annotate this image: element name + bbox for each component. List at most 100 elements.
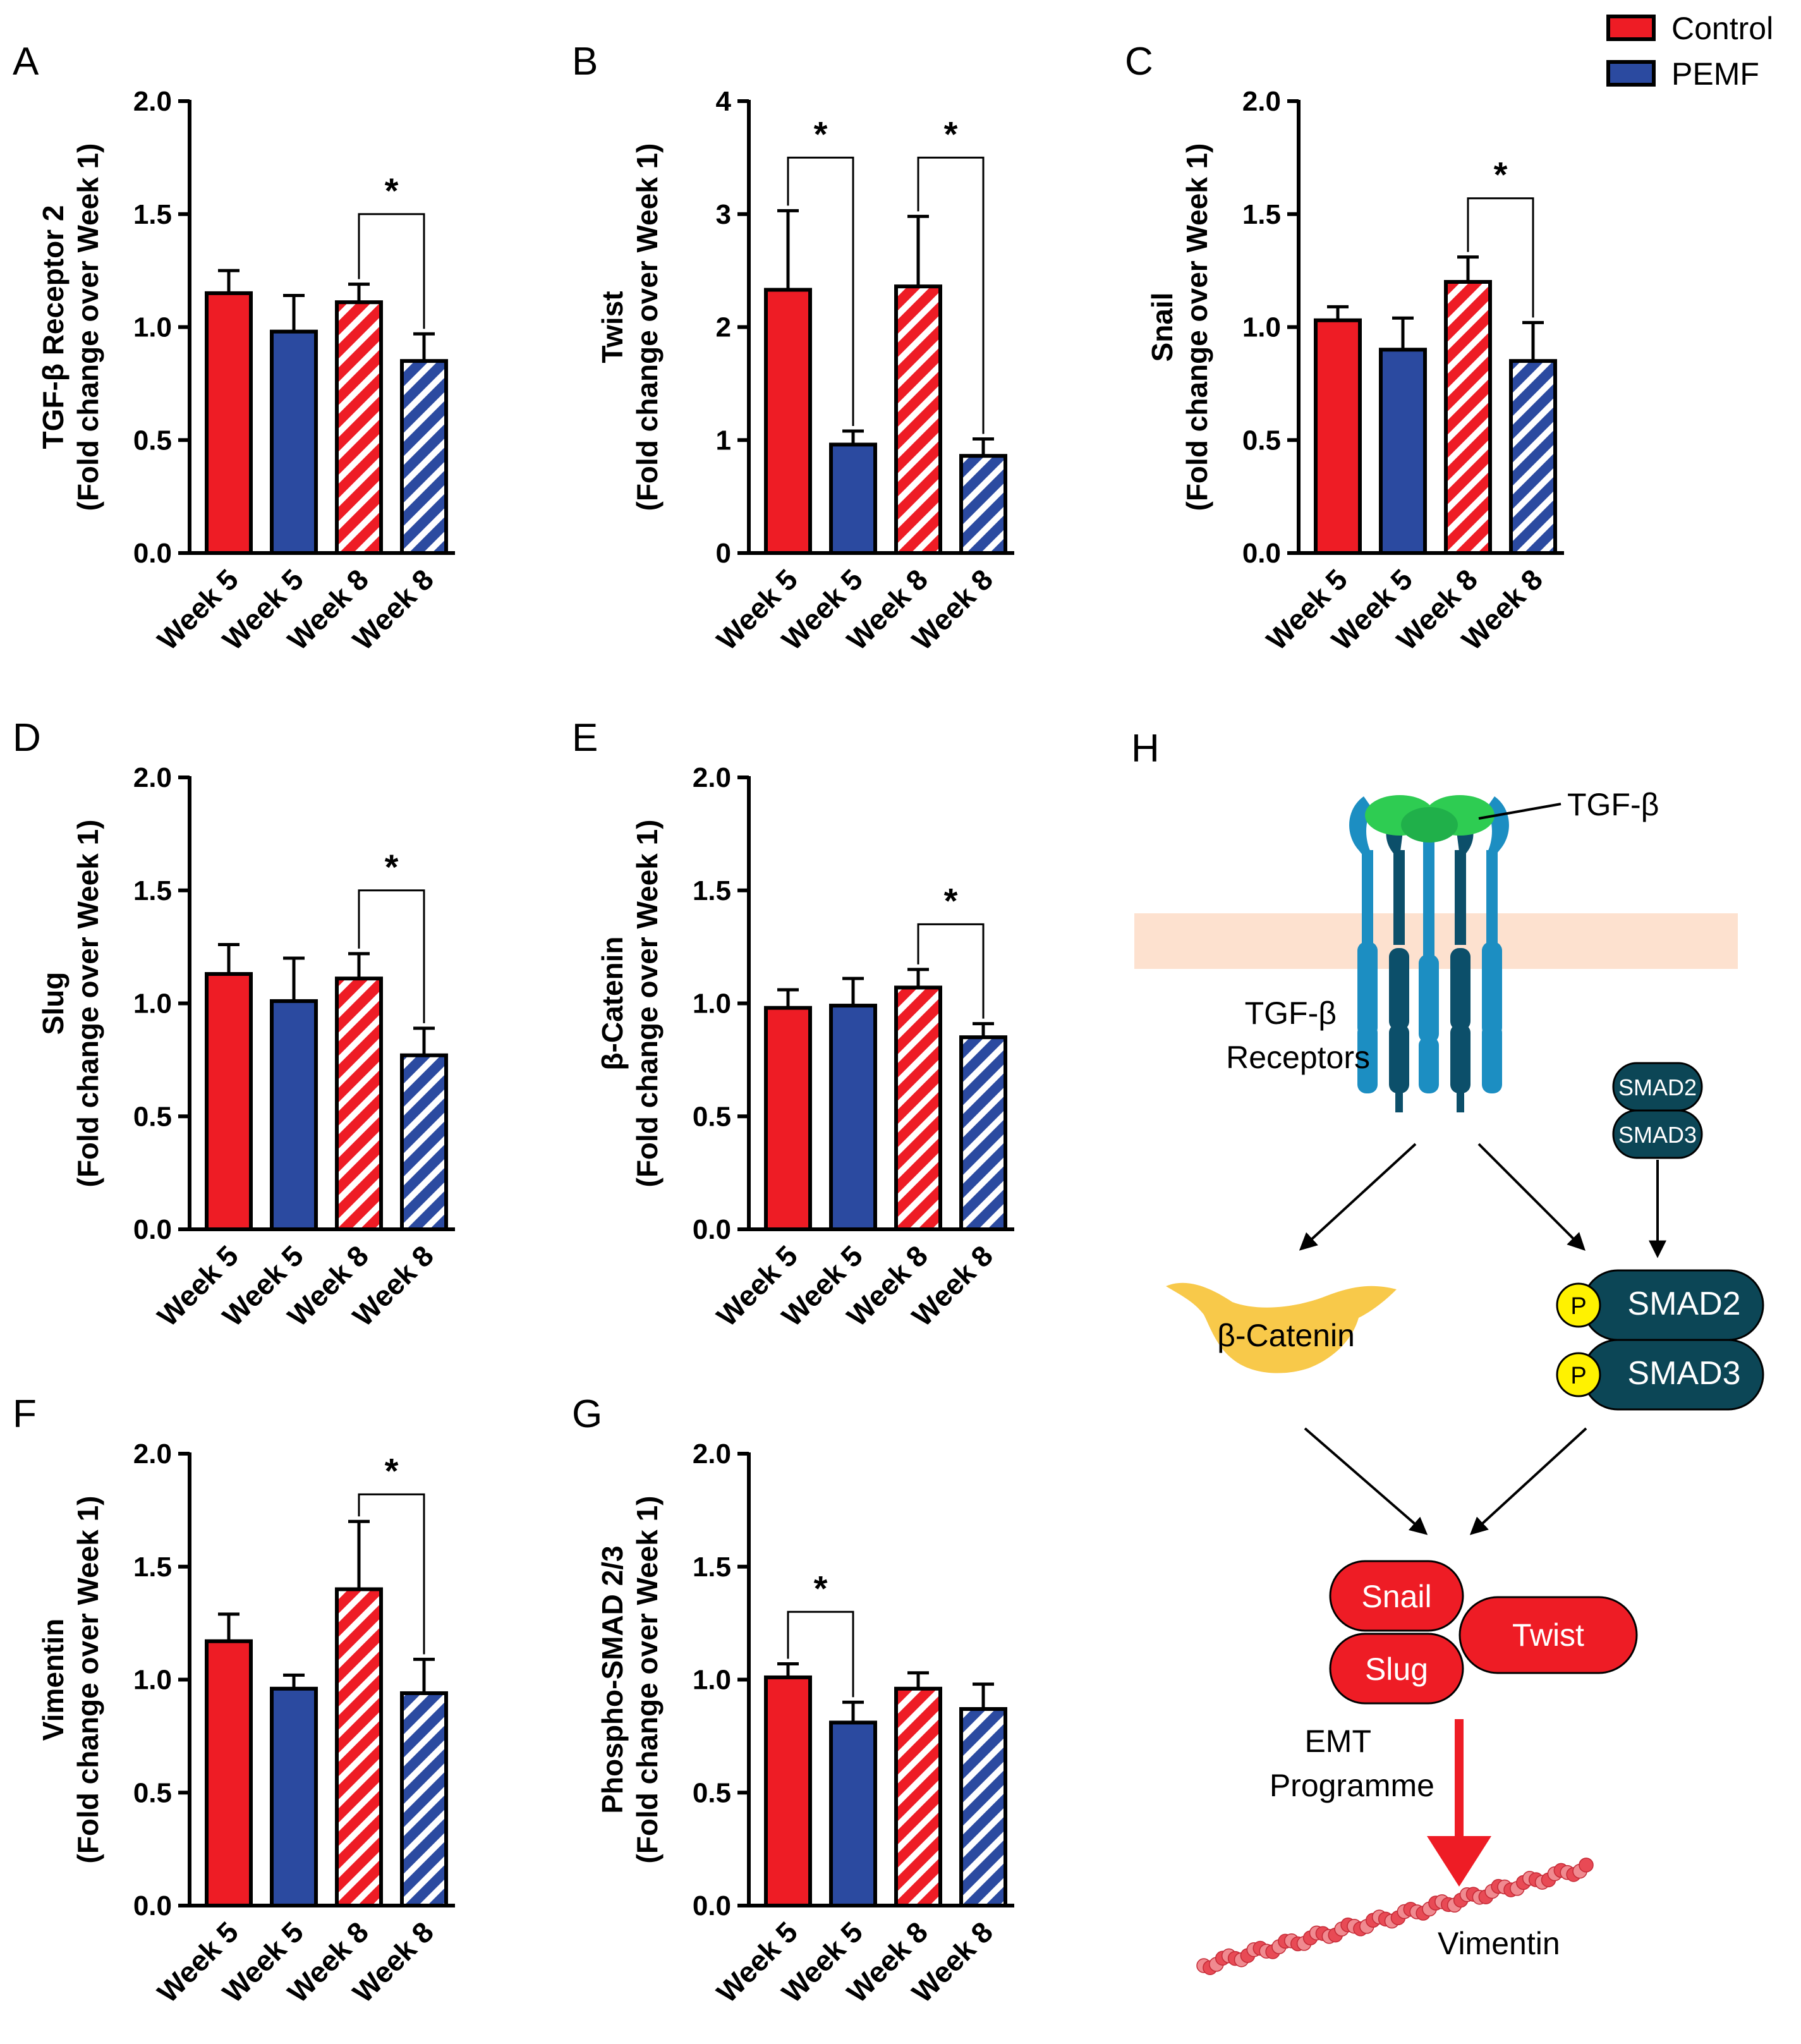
y-tick-label: 1.5	[133, 875, 172, 906]
bar-control-week-5	[764, 288, 812, 555]
tgf-beta-receptors	[1349, 795, 1509, 1112]
vimentin-label: Vimentin	[1438, 1926, 1560, 1961]
phospho-label-smad2: P	[1570, 1293, 1586, 1320]
tgf-beta-label: TGF-β	[1567, 787, 1659, 822]
bar-control-week-8	[894, 284, 942, 555]
bar-control-week-5	[1314, 318, 1362, 555]
bar-pemf-week-5	[829, 1004, 877, 1231]
legend: Control PEMF	[1606, 11, 1773, 92]
significance-star: *	[385, 847, 399, 887]
y-tick-label: 1	[716, 425, 731, 456]
y-tick-label: 2.0	[693, 762, 731, 793]
bar-pemf-week-8	[400, 1691, 448, 1907]
bar-pemf-week-5	[270, 329, 318, 556]
beta-catenin-shape	[1166, 1282, 1397, 1373]
significance-bracket	[358, 213, 425, 329]
panel-letter-g: G	[572, 1392, 602, 1436]
phospho-circle-smad2	[1556, 1282, 1601, 1328]
y-axis-label-units: (Fold change over Week 1)	[1180, 143, 1213, 511]
y-tick-label: 1.0	[693, 989, 731, 1019]
y-tick-label: 1.5	[133, 1552, 172, 1583]
y-tick-label: 0.5	[133, 1777, 172, 1808]
panel-letter-c: C	[1125, 40, 1153, 83]
signalling-diagram: H	[1131, 727, 1764, 1975]
arrow-beta-catenin-to-emt	[1304, 1427, 1428, 1535]
beta-catenin-label: β-Catenin	[1217, 1318, 1355, 1353]
y-tick-label: 0.0	[1242, 538, 1281, 569]
bar-control-week-8	[894, 1686, 942, 1908]
y-axis-label: Slug	[37, 972, 70, 1035]
bar-control-week-5	[205, 291, 253, 555]
y-axis-label-units: (Fold change over Week 1)	[631, 1496, 664, 1864]
y-tick-label: 1.5	[693, 875, 731, 906]
panel-letter-a: A	[13, 40, 39, 83]
y-tick-label: 2.0	[133, 86, 172, 117]
receptor-inner-left	[1386, 815, 1409, 1112]
legend-item-control: Control	[1606, 11, 1773, 46]
y-tick-label: 2.0	[693, 1439, 731, 1469]
y-tick-label: 0.0	[133, 1214, 172, 1245]
significance-bracket	[358, 1493, 425, 1655]
y-tick-label: 2	[716, 312, 731, 343]
bar-control-week-5	[205, 972, 253, 1232]
panel-letter-d: D	[13, 716, 41, 760]
y-axis-label: Vimentin	[37, 1619, 70, 1741]
bar-control-week-5	[205, 1639, 253, 1908]
y-tick-label: 0.0	[693, 1890, 731, 1921]
phospho-label-smad3: P	[1570, 1363, 1586, 1389]
y-tick-label: 0.0	[133, 538, 172, 569]
y-tick-label: 0.5	[693, 1101, 731, 1132]
significance-bracket	[917, 156, 985, 434]
significance-star: *	[385, 1451, 399, 1490]
smad2-cytoplasmic-label: SMAD2	[1618, 1074, 1697, 1100]
y-tick-label: 1.0	[133, 989, 172, 1019]
bar-pemf-week-8	[959, 1706, 1007, 1908]
y-tick-label: 1.0	[1242, 312, 1281, 343]
significance-star: *	[814, 114, 828, 154]
bar-pemf-week-8	[400, 359, 448, 555]
y-axis-label: Phospho-SMAD 2/3	[596, 1545, 629, 1813]
y-tick-label: 0.5	[133, 1101, 172, 1132]
emt-label-line1: EMT	[1304, 1724, 1371, 1759]
y-tick-label: 2.0	[133, 762, 172, 793]
y-axis-label: Twist	[596, 291, 629, 363]
bar-pemf-week-5	[1379, 348, 1427, 555]
y-tick-label: 0.0	[133, 1890, 172, 1921]
y-tick-label: 0.5	[1242, 425, 1281, 456]
significance-star: *	[1494, 155, 1508, 195]
y-axis-label-units: (Fold change over Week 1)	[71, 143, 104, 511]
significance-star: *	[944, 114, 958, 154]
snail-label: Snail	[1361, 1579, 1431, 1614]
legend-swatch-pemf	[1606, 60, 1656, 87]
y-tick-label: 2.0	[1242, 86, 1281, 117]
bar-control-week-8	[894, 985, 942, 1231]
bar-control-week-8	[1444, 280, 1492, 555]
bar-pemf-week-8	[400, 1053, 448, 1231]
twist-label: Twist	[1512, 1617, 1584, 1653]
receptor-center-left	[1423, 834, 1434, 961]
arrow-receptor-to-beta-catenin	[1299, 1143, 1417, 1251]
smad3-cytoplasmic-label: SMAD3	[1618, 1122, 1697, 1148]
y-axis-label-units: (Fold change over Week 1)	[71, 820, 104, 1188]
panel-letter-f: F	[13, 1392, 37, 1436]
psmad3-label: SMAD3	[1627, 1355, 1740, 1392]
slug-label: Slug	[1365, 1652, 1428, 1687]
bar-pemf-week-8	[959, 454, 1007, 556]
panel-letter-b: B	[572, 40, 598, 83]
y-tick-label: 0.5	[693, 1777, 731, 1808]
y-tick-label: 2.0	[133, 1439, 172, 1469]
bar-pemf-week-5	[270, 1686, 318, 1908]
y-tick-label: 3	[716, 199, 731, 230]
y-axis-label-units: (Fold change over Week 1)	[631, 143, 664, 511]
bar-pemf-week-5	[270, 999, 318, 1232]
bar-control-week-5	[764, 1006, 812, 1232]
slug-factor	[1329, 1633, 1464, 1705]
receptor-outer-right	[1482, 796, 1509, 1093]
y-tick-label: 1.0	[693, 1665, 731, 1696]
